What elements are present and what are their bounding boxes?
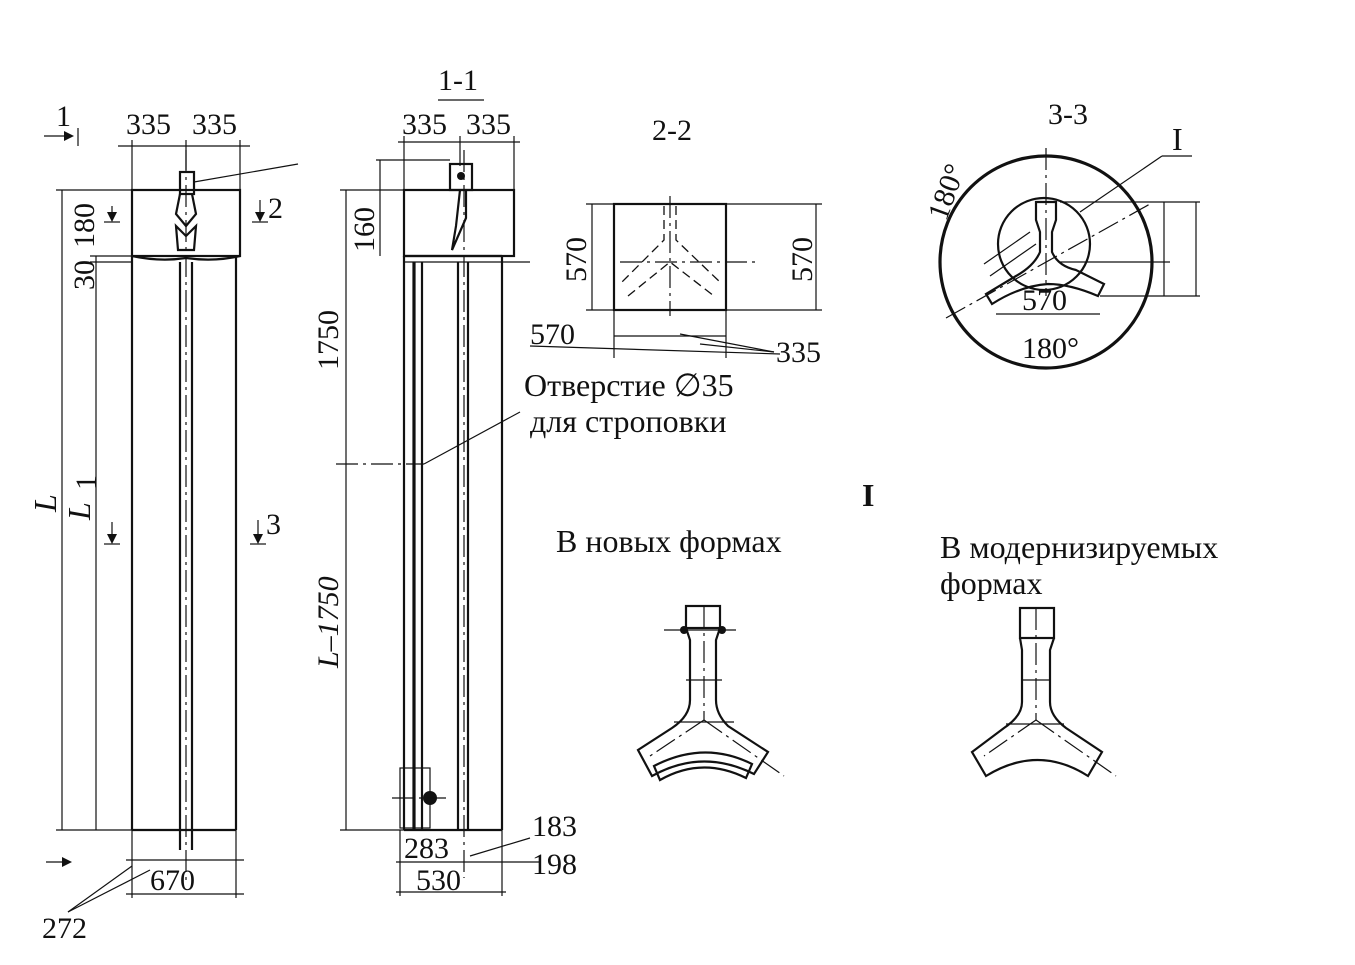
s11-leader-183 [469, 837, 531, 857]
s22-leader-335-2 [699, 343, 775, 353]
s22-width-bottom: 570 [530, 318, 575, 351]
s22-width-335: 335 [776, 336, 821, 369]
s11-hole-note-leader [423, 411, 521, 465]
s33-width-570: 570 [1022, 284, 1067, 317]
detail-I: I В новых формах В модернизируемых форма… [556, 477, 1218, 782]
detail-new-forms-profile [636, 604, 785, 782]
s11-hole-note-line2: для строповки [530, 403, 726, 439]
detail-caption-modern-line1: В модернизируемых [940, 529, 1218, 565]
s11-bottom-183: 183 [532, 810, 577, 843]
section-mark-1-arrowhead [64, 131, 74, 141]
front-chamfer-leader-2 [67, 869, 151, 913]
section-1-1: 1-1 335 335 160 1750 [312, 64, 734, 897]
s11-top-width-right: 335 [466, 108, 511, 141]
front-dim-180: 180 [68, 203, 101, 248]
front-length-L: L [27, 494, 63, 513]
front-chamfer-leader-1 [67, 865, 133, 913]
section-2-2: 2-2 570 570 570 335 [529, 114, 822, 369]
section-mark-3-label: 3 [266, 508, 281, 541]
section-mark-2-label: 2 [268, 192, 283, 225]
s11-hole-note-line1: Отверстие ∅35 [524, 367, 734, 403]
s33-inner-circle [996, 196, 1092, 292]
front-top-width-left: 335 [126, 108, 171, 141]
s11-dim-L-minus-1750: L–1750 [312, 576, 345, 669]
s22-height-right: 570 [786, 237, 819, 282]
front-bottom-width: 670 [150, 864, 195, 897]
s11-lifting-loop [448, 162, 474, 192]
s33-axis-diagonal [945, 203, 1151, 319]
front-dim-30: 30 [68, 260, 101, 290]
detail-caption-modern-line2: формах [940, 565, 1042, 601]
s11-bottom-283: 283 [404, 832, 449, 865]
section-3-3: 3-3 I 180° 180° 570 [922, 98, 1200, 370]
section-3-3-title: 3-3 [1048, 98, 1088, 131]
detail-modern-forms-profile [970, 606, 1117, 778]
front-view: 1 335 335 2 [27, 100, 299, 945]
detail-I-title: I [862, 477, 874, 513]
s33-rib-profile [984, 200, 1106, 306]
s11-head-height: 160 [348, 207, 381, 252]
s33-detail-leader [1079, 155, 1163, 213]
section-mark-1-label: 1 [56, 100, 71, 133]
front-length-L1-subscript: 1 [70, 475, 103, 490]
s11-bottom-198: 198 [532, 848, 577, 881]
front-bottom-chamfer: 272 [42, 912, 87, 945]
s11-bottom-530: 530 [416, 864, 461, 897]
section-1-1-title: 1-1 [438, 64, 478, 97]
s33-angle-bottom: 180° [1022, 332, 1079, 365]
detail-caption-new-forms: В новых формах [556, 523, 782, 559]
front-lifting-loop [178, 170, 196, 196]
s33-detail-ref: I [1172, 121, 1183, 157]
front-top-width-right: 335 [192, 108, 237, 141]
s11-top-width-left: 335 [402, 108, 447, 141]
front-loop-leader [193, 163, 299, 183]
s22-leader-335-1 [679, 333, 775, 353]
section-2-2-title: 2-2 [652, 114, 692, 147]
front-length-L1: L [61, 502, 97, 521]
s22-height-left: 570 [560, 237, 593, 282]
s11-dim-1750: 1750 [312, 310, 345, 370]
